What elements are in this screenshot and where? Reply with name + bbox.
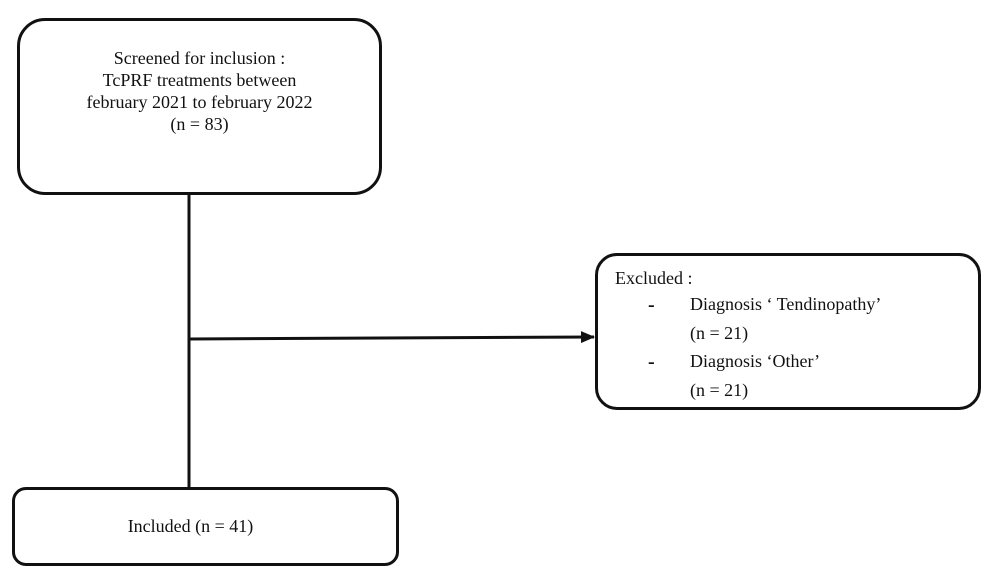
excluded-item-count: (n = 21)	[690, 323, 749, 343]
included-label: Included (n = 41)	[127, 516, 254, 536]
exclusion-arrow	[188, 331, 595, 344]
excluded-box: Excluded : - Diagnosis ‘ Tendinopathy’ (…	[595, 253, 981, 410]
excluded-item-label: Diagnosis ‘ Tendinopathy’	[690, 294, 882, 314]
excluded-item-label: Diagnosis ‘Other’	[690, 351, 821, 371]
excluded-item: - Diagnosis ‘Other’ (n = 21)	[598, 349, 978, 409]
excluded-item-count: (n = 21)	[690, 380, 749, 400]
bullet-dash: -	[648, 294, 655, 316]
excluded-item: - Diagnosis ‘ Tendinopathy’ (n = 21)	[598, 292, 978, 352]
screened-line-3: february 2021 to february 2022	[86, 92, 313, 112]
screened-count: (n = 83)	[170, 114, 229, 134]
screened-line-1: Screened for inclusion :	[113, 48, 286, 68]
screened-box: Screened for inclusion : TcPRF treatment…	[17, 18, 382, 195]
bullet-dash: -	[648, 351, 655, 373]
screened-line-2: TcPRF treatments between	[102, 70, 297, 90]
excluded-title: Excluded :	[615, 268, 693, 288]
screened-text: Screened for inclusion : TcPRF treatment…	[20, 47, 379, 135]
included-box: Included (n = 41)	[12, 487, 399, 566]
